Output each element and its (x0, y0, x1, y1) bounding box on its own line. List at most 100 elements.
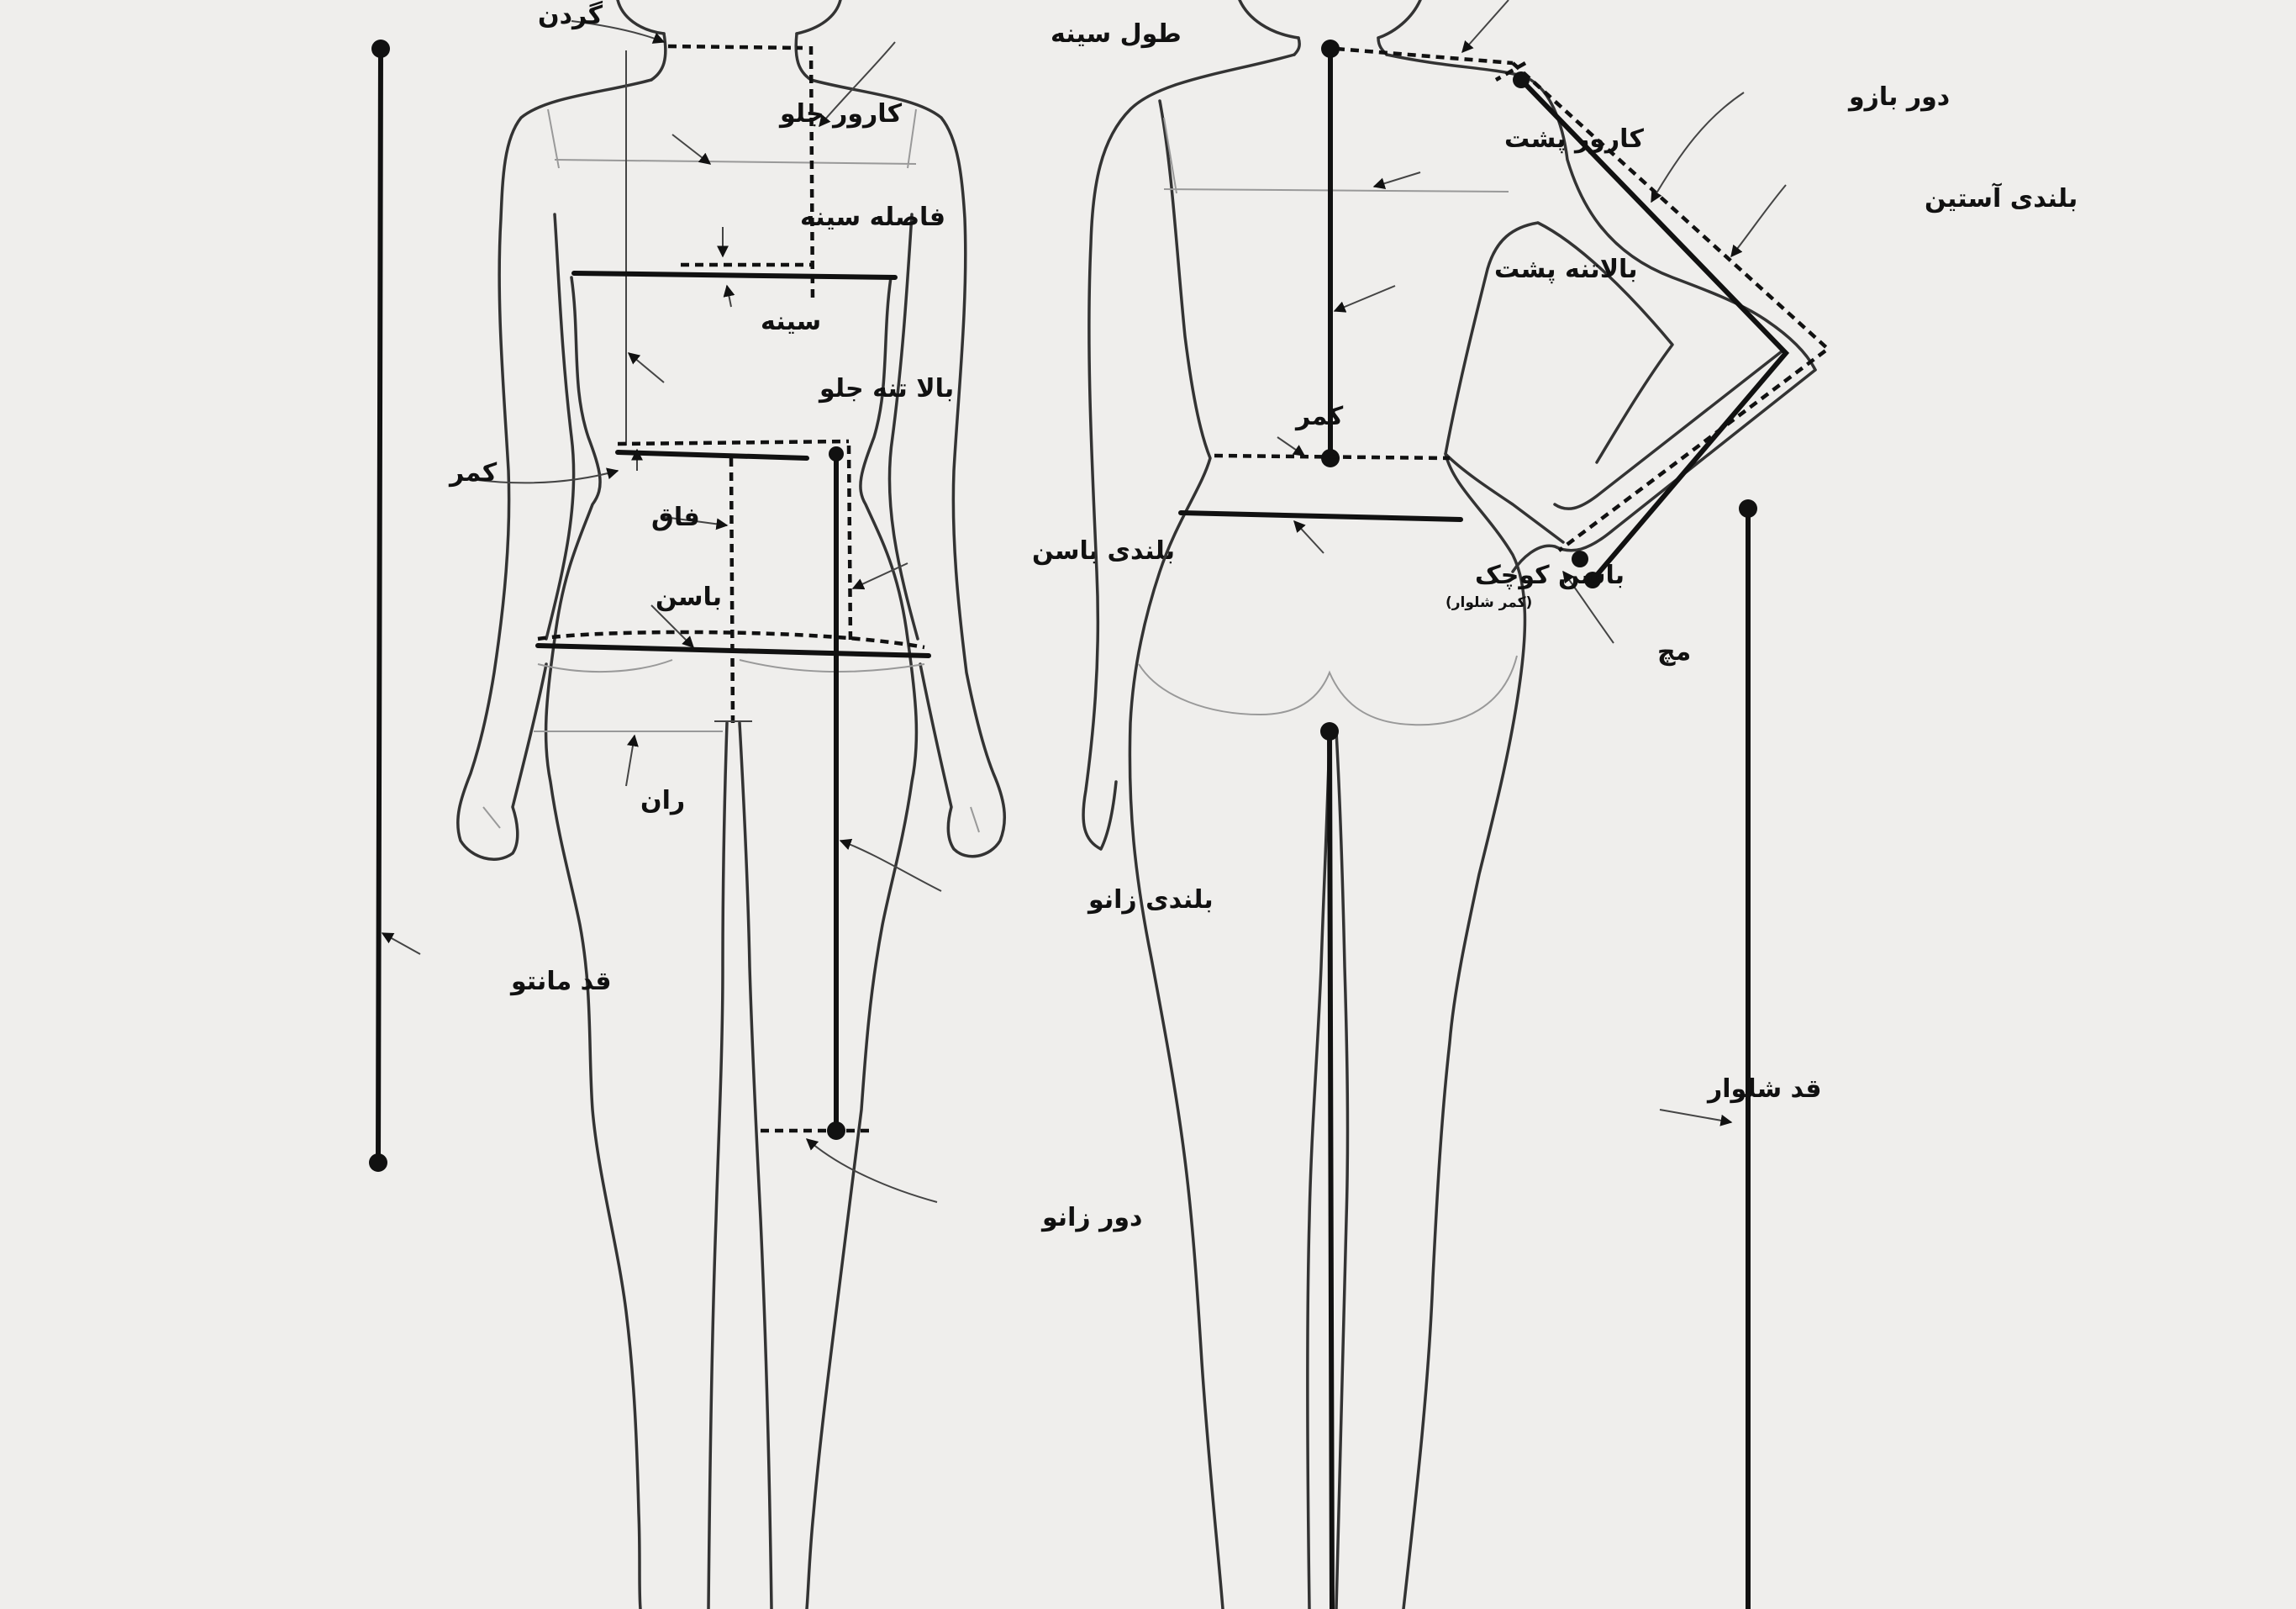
trouser-length-pointer (1659, 1109, 1733, 1126)
front-neck-outline (650, 32, 813, 82)
front-figure (456, 0, 1006, 1609)
label-crotch: فاق (651, 503, 700, 532)
front-hand-detail (482, 806, 980, 833)
back-labels: دور بازو بلندی آستین کارور پشت بالاتنه پ… (1294, 82, 2077, 1104)
knee-circ-pointer (805, 1138, 938, 1203)
back-inner-leg (1306, 730, 1331, 1609)
front-bodice-pointer (627, 352, 665, 383)
back-nape-dot (1321, 40, 1340, 58)
coat-length-top-dot (371, 40, 390, 58)
label-hip-height: بلندی باسن (1032, 536, 1175, 566)
back-right-torso (1402, 452, 1527, 1609)
front-yoke-pointer (671, 134, 712, 165)
label-upper-arm: دور بازو (1847, 82, 1950, 112)
front-crotch-line (729, 457, 735, 724)
label-sleeve-length: بلندی آستین (1925, 182, 2077, 214)
label-back-bodice: بالاتنه پشت (1494, 255, 1638, 284)
label-hip: باسن (656, 583, 722, 612)
back-measurements (1178, 0, 1831, 1609)
front-left-torso (544, 276, 642, 1609)
front-right-torso (805, 276, 919, 1609)
label-knee-height: بلندی زانو (1087, 885, 1214, 915)
front-waist-pointer (470, 467, 619, 484)
sleeve-solid (1519, 77, 1790, 583)
back-figure (1082, 0, 1817, 1609)
thigh-pointer (625, 734, 639, 787)
upper-arm-pointer (1651, 92, 1745, 203)
front-knee-dot (827, 1121, 845, 1140)
back-left-inner (1128, 99, 1224, 1609)
wrist-pointer (1562, 570, 1614, 644)
sleeve-dash-outer (1511, 61, 1831, 552)
back-waist-pointer (1277, 436, 1306, 456)
back-leg-line (1327, 729, 1335, 1609)
front-inner-leg-left (707, 721, 729, 1609)
back-left-outline (1082, 53, 1296, 851)
coat-length-line (376, 46, 383, 1165)
label-front-yoke: کارور جلو (778, 99, 903, 129)
crotch-pointer (663, 516, 729, 530)
label-back-yoke: کارور پشت (1504, 124, 1644, 154)
front-bust-line (571, 271, 898, 280)
hip-height-pointer (851, 562, 908, 590)
back-buttocks-curve (1138, 655, 1518, 726)
front-inner-leg-right (738, 721, 773, 1609)
back-head-outline (1238, 0, 1422, 40)
label-chest-length: طول سینه (1051, 19, 1182, 49)
front-chest-length-line (808, 45, 815, 303)
label-small-hip-note: (کمر شلوار) (1446, 594, 1532, 611)
bust-pointer (723, 284, 735, 308)
back-hand (1444, 221, 1674, 544)
coat-length-pointer (381, 932, 421, 955)
sleeve-wrist-dot1 (1572, 551, 1588, 567)
front-waist-line (617, 439, 850, 446)
front-shoulder-guide (547, 108, 917, 169)
front-left-inner-arm (545, 213, 576, 641)
upper-arm-dash (1494, 61, 1527, 82)
back-inner-leg2 (1335, 730, 1350, 1609)
label-knee-circumference: دور زانو (1040, 1203, 1142, 1232)
label-bust-distance: فاصله سینه (800, 203, 945, 232)
front-neck-line (667, 44, 803, 50)
front-head-outline (616, 0, 842, 35)
label-small-hip: باسن کوچک (1475, 561, 1625, 590)
front-left-outline (456, 78, 653, 861)
back-waist-line (1214, 453, 1451, 461)
front-hip-dashed (537, 630, 925, 650)
back-arm-inner (1553, 350, 1783, 510)
front-labels: گردن طول سینه کارور جلو فاصله سینه سینه … (448, 0, 1214, 1232)
sleeve-shoulder-dot (1513, 71, 1530, 88)
back-shoulder-dash (1335, 46, 1514, 66)
knee-height-pointer (839, 838, 942, 892)
front-underbust-curve (537, 659, 925, 673)
back-yoke-guide (1163, 117, 1509, 194)
label-back-waist: کمر (1294, 402, 1344, 431)
label-wrist: مچ (1657, 637, 1691, 667)
label-thigh: ران (640, 786, 685, 815)
chest-length-pointer (819, 41, 896, 128)
back-small-hip-line (1178, 510, 1463, 522)
front-waist-solid (615, 450, 809, 461)
front-right-inner-arm (887, 213, 919, 641)
sleeve-length-pointer (1730, 184, 1787, 258)
back-right-outline (1385, 53, 1817, 372)
sleeve-wrist-dot2 (1584, 572, 1601, 588)
front-hip-height-line (846, 445, 853, 644)
hip-pointer (650, 604, 694, 648)
label-neck: گردن (538, 0, 603, 30)
label-front-waist: کمر (448, 458, 498, 488)
label-trouser-length: قد شلوار (1706, 1074, 1822, 1104)
back-bent-arm (1511, 368, 1817, 573)
shoulder-top-pointer (1461, 0, 1509, 54)
front-hip-line (535, 643, 931, 658)
label-front-bodice: بالا تنه جلو (818, 374, 954, 404)
trouser-length-top-dot (1739, 499, 1757, 518)
back-bodice-pointer (1333, 285, 1396, 313)
back-yoke-pointer (1372, 171, 1421, 189)
coat-length-bottom-dot (369, 1153, 387, 1172)
front-right-outline (809, 78, 1006, 858)
front-measurements (369, 20, 942, 1203)
label-bust: سینه (761, 307, 821, 336)
neck-pointer (571, 20, 666, 44)
